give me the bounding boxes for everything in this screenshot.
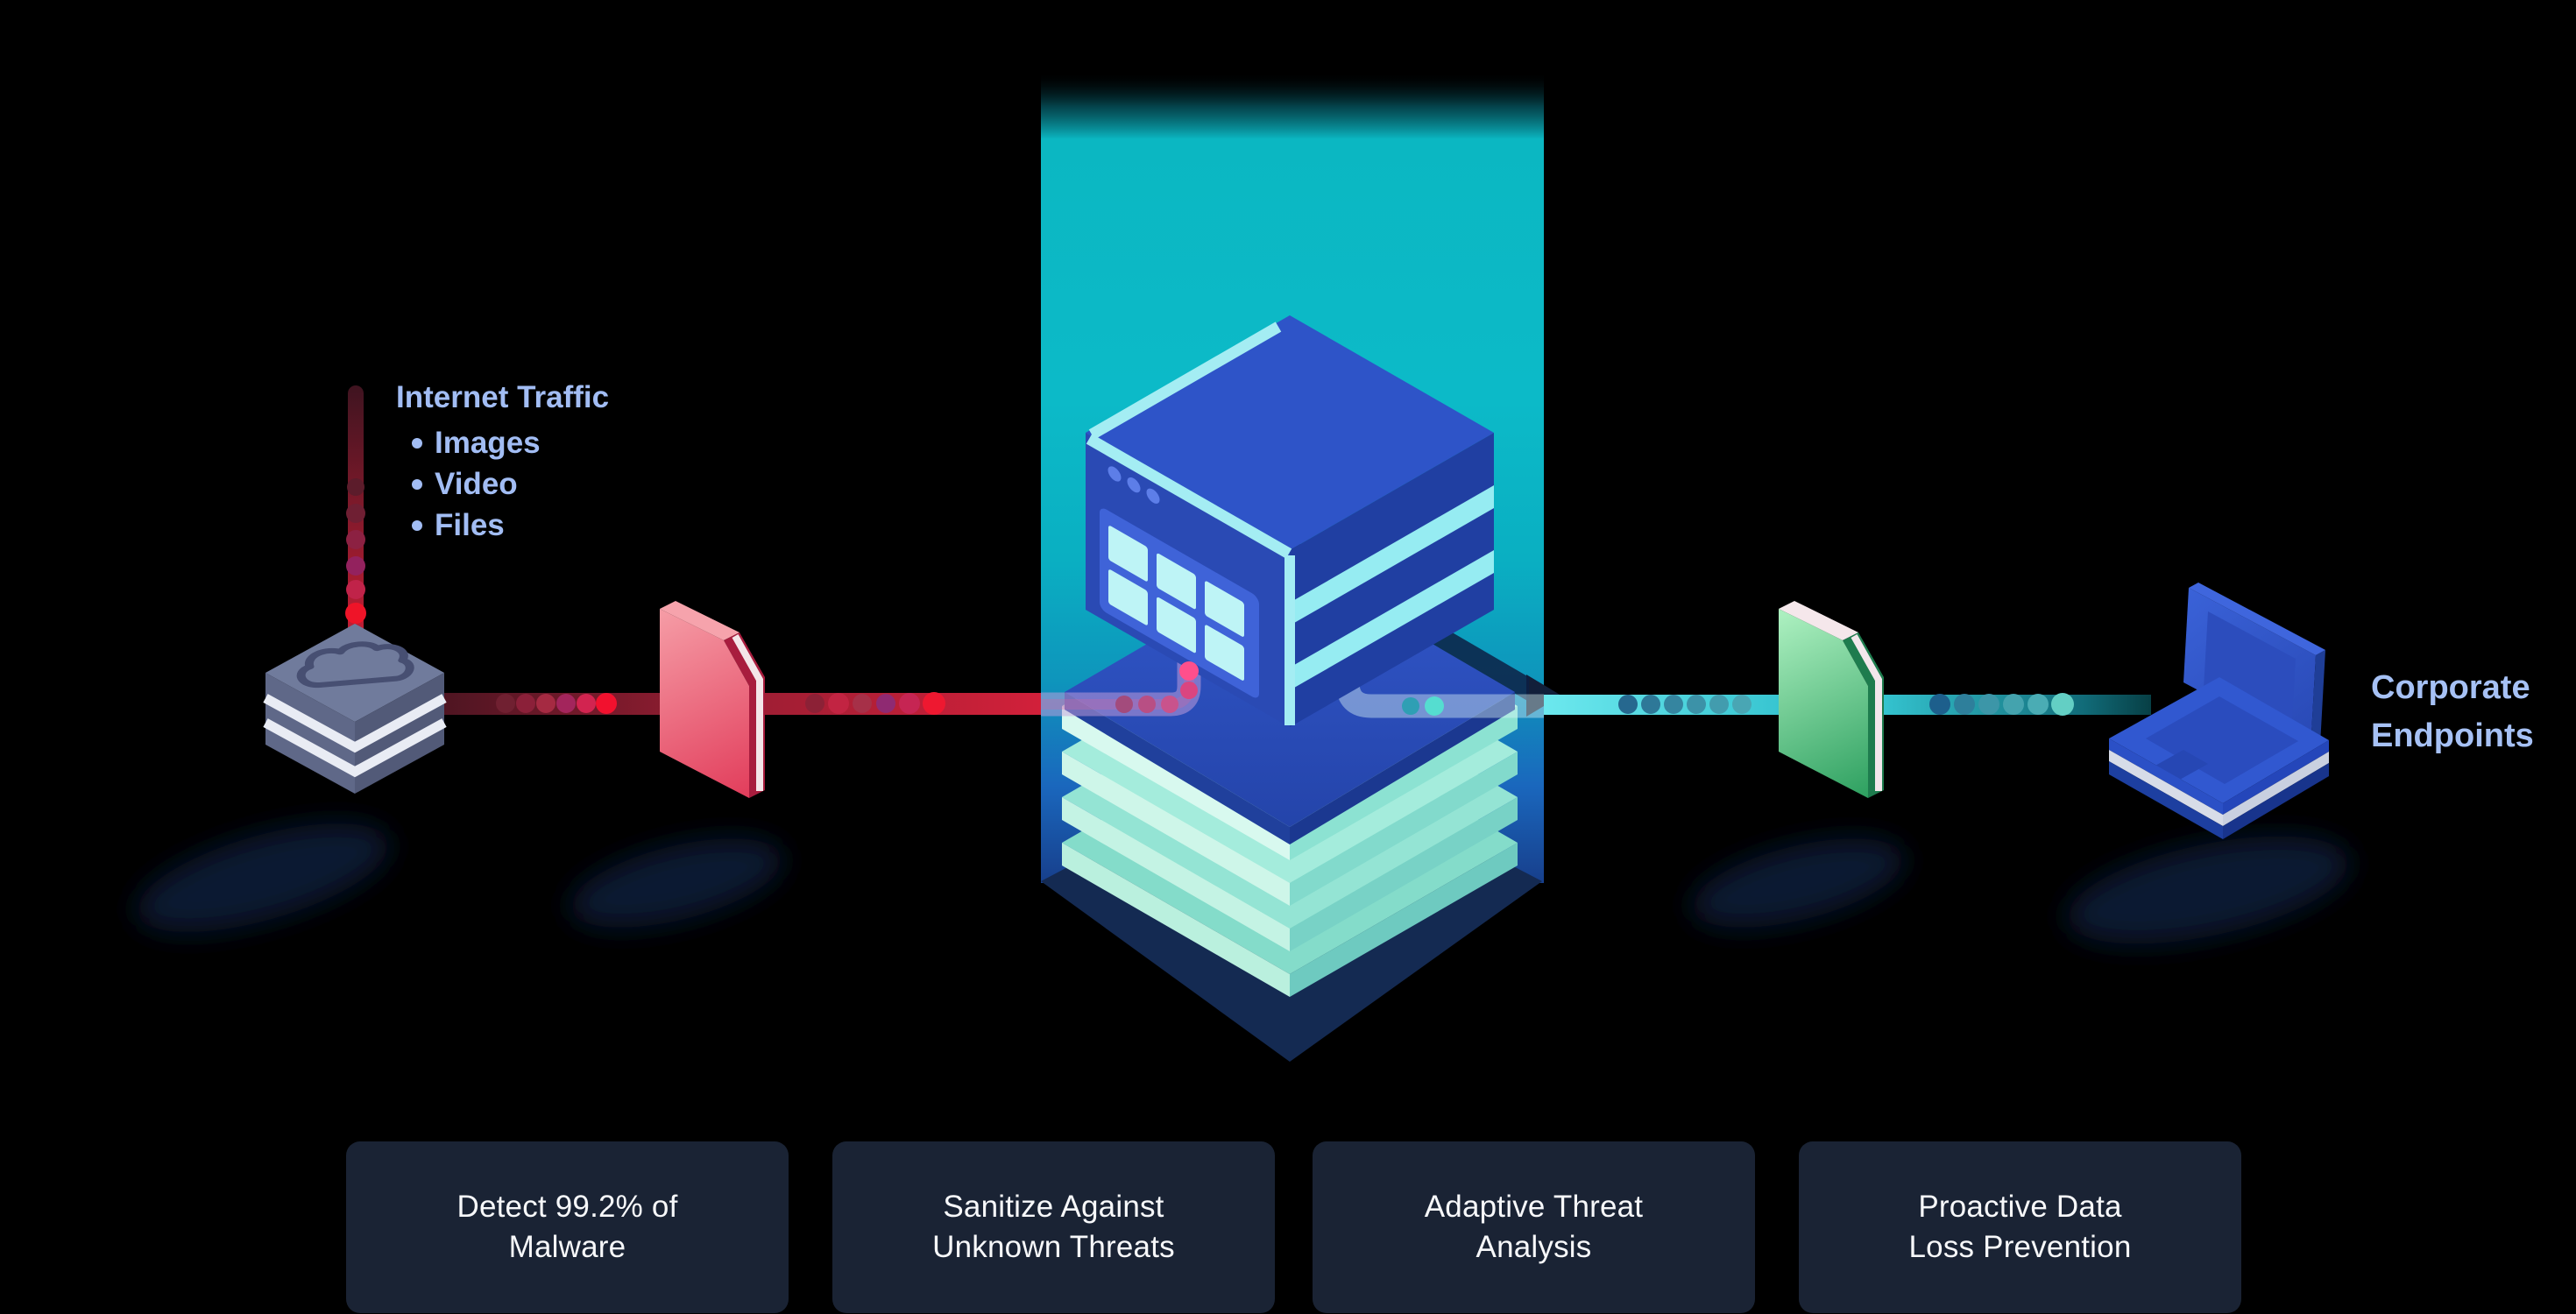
bullet-icon — [412, 437, 422, 449]
corporate-endpoints-line1: Corporate — [2371, 669, 2530, 706]
card-line2: Analysis — [1476, 1230, 1592, 1264]
ground-shadows — [136, 823, 2350, 944]
list-item: Video — [396, 463, 609, 505]
list-item-label: Video — [435, 466, 518, 501]
security-policy-shield-green-icon — [1779, 601, 1884, 798]
clean-traffic-line-teal — [1544, 693, 2151, 716]
list-item: Images — [396, 422, 609, 463]
corporate-laptop-icon — [2109, 583, 2329, 839]
internet-cloud-server-icon — [263, 624, 447, 794]
list-item-label: Files — [435, 507, 505, 542]
corporate-endpoints-label: Corporate Endpoints — [2371, 664, 2534, 760]
card-line1: Sanitize Against — [943, 1190, 1164, 1224]
card-line1: Proactive Data — [1918, 1190, 2122, 1224]
card-line1: Detect 99.2% of — [456, 1190, 678, 1224]
list-item-label: Images — [435, 425, 541, 460]
list-item: Files — [396, 505, 609, 546]
in-beam-flow-dots — [1115, 661, 1444, 716]
card-line1: Adaptive Threat — [1424, 1190, 1644, 1224]
cloud-icon — [296, 641, 414, 688]
feature-card-adaptive-analysis: Adaptive Threat Analysis — [1313, 1141, 1755, 1313]
internet-traffic-label: Internet Traffic Images Video Files — [396, 380, 609, 546]
card-line2: Unknown Threats — [932, 1230, 1175, 1264]
threat-traffic-line-red — [345, 385, 1041, 715]
internet-traffic-title: Internet Traffic — [396, 380, 610, 414]
internet-traffic-list: Images Video Files — [396, 422, 609, 546]
firewall-shield-red-icon — [660, 601, 765, 798]
bullet-icon — [412, 478, 422, 490]
feature-card-detect-malware: Detect 99.2% of Malware — [346, 1141, 789, 1313]
threat-sanitization-server-icon — [1086, 315, 1494, 727]
feature-card-sanitize-threats: Sanitize Against Unknown Threats — [832, 1141, 1275, 1313]
card-line2: Malware — [508, 1230, 626, 1264]
corporate-endpoints-line2: Endpoints — [2371, 717, 2534, 754]
card-line2: Loss Prevention — [1908, 1230, 2132, 1264]
bullet-icon — [412, 519, 422, 531]
feature-card-data-loss-prevention: Proactive Data Loss Prevention — [1799, 1141, 2241, 1313]
